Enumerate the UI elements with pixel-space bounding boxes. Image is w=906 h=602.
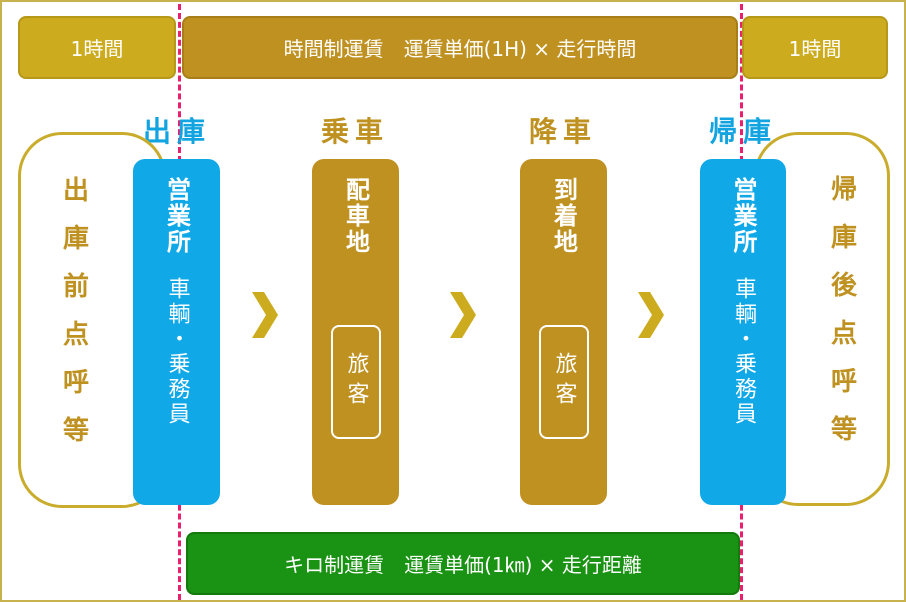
office-right-title: 営業所 <box>729 177 757 255</box>
pickup-passenger-box: 旅客 <box>330 325 381 439</box>
chevron-right-icon <box>450 292 476 338</box>
chevron-right-icon <box>638 292 664 338</box>
top-left-hour-bar: 1時間 <box>18 16 176 79</box>
time-fare-label: 時間制運賃 運賃単価(1H) × 走行時間 <box>283 37 637 61</box>
pickup-title: 配車地 <box>341 177 370 255</box>
pickup-passenger-label: 旅客 <box>343 352 369 412</box>
top-right-hour-label: 1時間 <box>788 37 842 61</box>
dropoff-passenger-box: 旅客 <box>538 325 589 439</box>
distance-fare-bar: キロ制運賃 運賃単価(1㎞) × 走行距離 <box>186 532 740 595</box>
phase-depart: 出庫 <box>142 115 211 148</box>
distance-fare-label: キロ制運賃 運賃単価(1㎞) × 走行距離 <box>284 553 642 577</box>
post-return-text: 帰庫後点呼等 <box>826 175 857 463</box>
phase-alight: 降車 <box>528 115 597 148</box>
phase-board: 乗車 <box>320 115 389 148</box>
office-left-column: 営業所 車輌・乗務員 <box>133 159 220 505</box>
chevron-right-icon <box>252 292 278 338</box>
phase-return: 帰庫 <box>708 115 777 148</box>
pickup-column: 配車地 旅客 <box>312 159 399 505</box>
office-left-sub: 車輌・乗務員 <box>164 277 190 427</box>
office-left-title: 営業所 <box>162 177 191 255</box>
top-right-hour-bar: 1時間 <box>742 16 888 79</box>
dropoff-passenger-label: 旅客 <box>551 352 577 412</box>
pre-departure-text: 出庫前点呼等 <box>58 176 89 464</box>
time-fare-bar: 時間制運賃 運賃単価(1H) × 走行時間 <box>182 16 738 79</box>
office-right-column: 営業所 車輌・乗務員 <box>700 159 786 505</box>
dropoff-column: 到着地 旅客 <box>520 159 607 505</box>
office-right-sub: 車輌・乗務員 <box>731 277 756 427</box>
dropoff-title: 到着地 <box>549 177 578 255</box>
top-left-hour-label: 1時間 <box>70 37 124 61</box>
